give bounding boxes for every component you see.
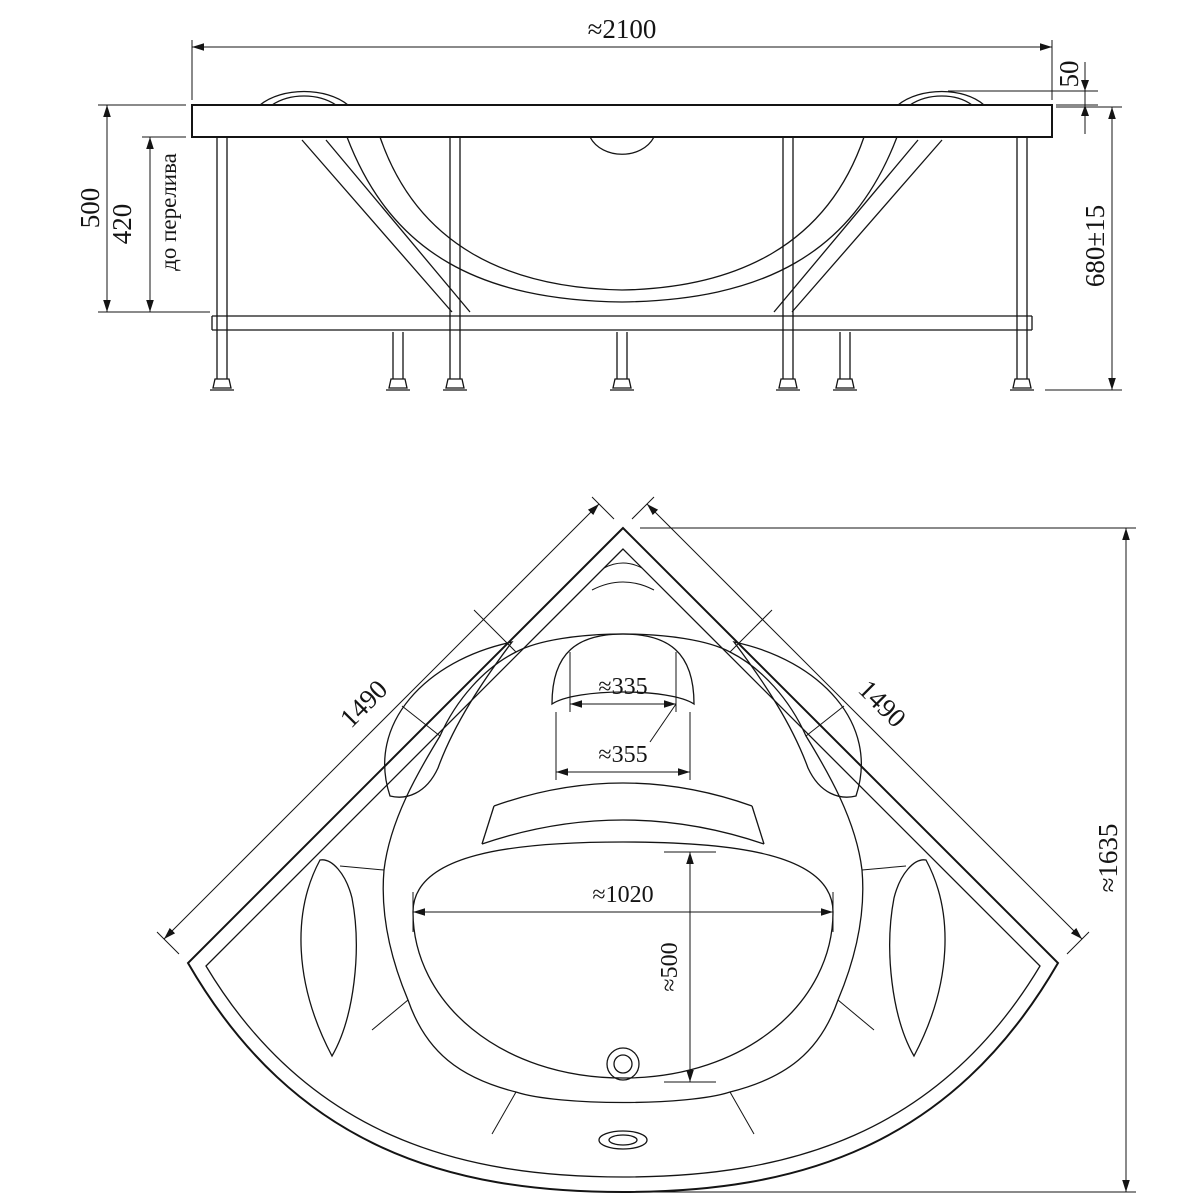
- outer-rim-outline: [186, 526, 1060, 1194]
- front-elevation-view: ≈2100 50 500 420 до перелива: [75, 14, 1122, 391]
- dim-overall-width-label: ≈2100: [588, 14, 657, 44]
- inner-rim-outline: [205, 548, 1041, 1178]
- dim-headrest-upper-label: ≈335: [598, 674, 647, 700]
- headrest-left: [259, 90, 349, 106]
- dim-bowl-width: ≈1020: [412, 882, 834, 932]
- dim-installation-height: 680±15: [1045, 106, 1122, 391]
- dim-overall-span-label: ≈1635: [1093, 824, 1123, 893]
- dim-overflow-depth: 420 до перелива: [107, 136, 186, 312]
- overflow-note-label: до перелива: [156, 153, 181, 271]
- dim-headrest-rise-label: 50: [1054, 61, 1084, 88]
- overflow-slot: [598, 1130, 648, 1150]
- corner-deck-arcs: [591, 562, 655, 591]
- bowl-floor-outline: [412, 841, 834, 1079]
- dim-overall-span: ≈1635: [640, 527, 1136, 1193]
- plan-view: 1490 1490 ≈1635 ≈335: [156, 496, 1136, 1194]
- dim-bowl-length-label: ≈500: [657, 942, 683, 991]
- dim-side-left-label: 1490: [334, 674, 393, 733]
- bowl-section: [301, 136, 943, 313]
- seat-bench: [481, 782, 765, 845]
- dim-side-right-label: 1490: [853, 674, 912, 733]
- armrest-right: [889, 859, 946, 1058]
- dim-headrest-lower: ≈355: [555, 712, 691, 780]
- dim-side-right: 1490: [631, 496, 1090, 955]
- armrest-left: [300, 859, 357, 1058]
- dim-bowl-length: ≈500: [657, 851, 716, 1083]
- dim-headrest-upper: ≈335: [569, 652, 677, 743]
- dim-bowl-width-label: ≈1020: [592, 882, 653, 908]
- adjustable-feet: [209, 371, 1035, 391]
- dim-installation-height-label: 680±15: [1080, 205, 1110, 287]
- overflow-notch: [589, 136, 655, 155]
- tub-rim: [191, 104, 1053, 138]
- dim-depth-total-label: 500: [75, 188, 105, 229]
- dim-headrest-lower-label: ≈355: [598, 742, 647, 768]
- dim-headrest-rise: 50: [948, 61, 1098, 134]
- dim-overall-width: ≈2100: [191, 14, 1053, 100]
- dim-side-left: 1490: [156, 496, 615, 955]
- dim-depth-total: 500: [75, 104, 210, 313]
- dim-overflow-depth-label: 420: [107, 204, 137, 245]
- headrest-right: [897, 90, 985, 106]
- support-frame: [209, 137, 1035, 391]
- drain: [606, 1047, 640, 1081]
